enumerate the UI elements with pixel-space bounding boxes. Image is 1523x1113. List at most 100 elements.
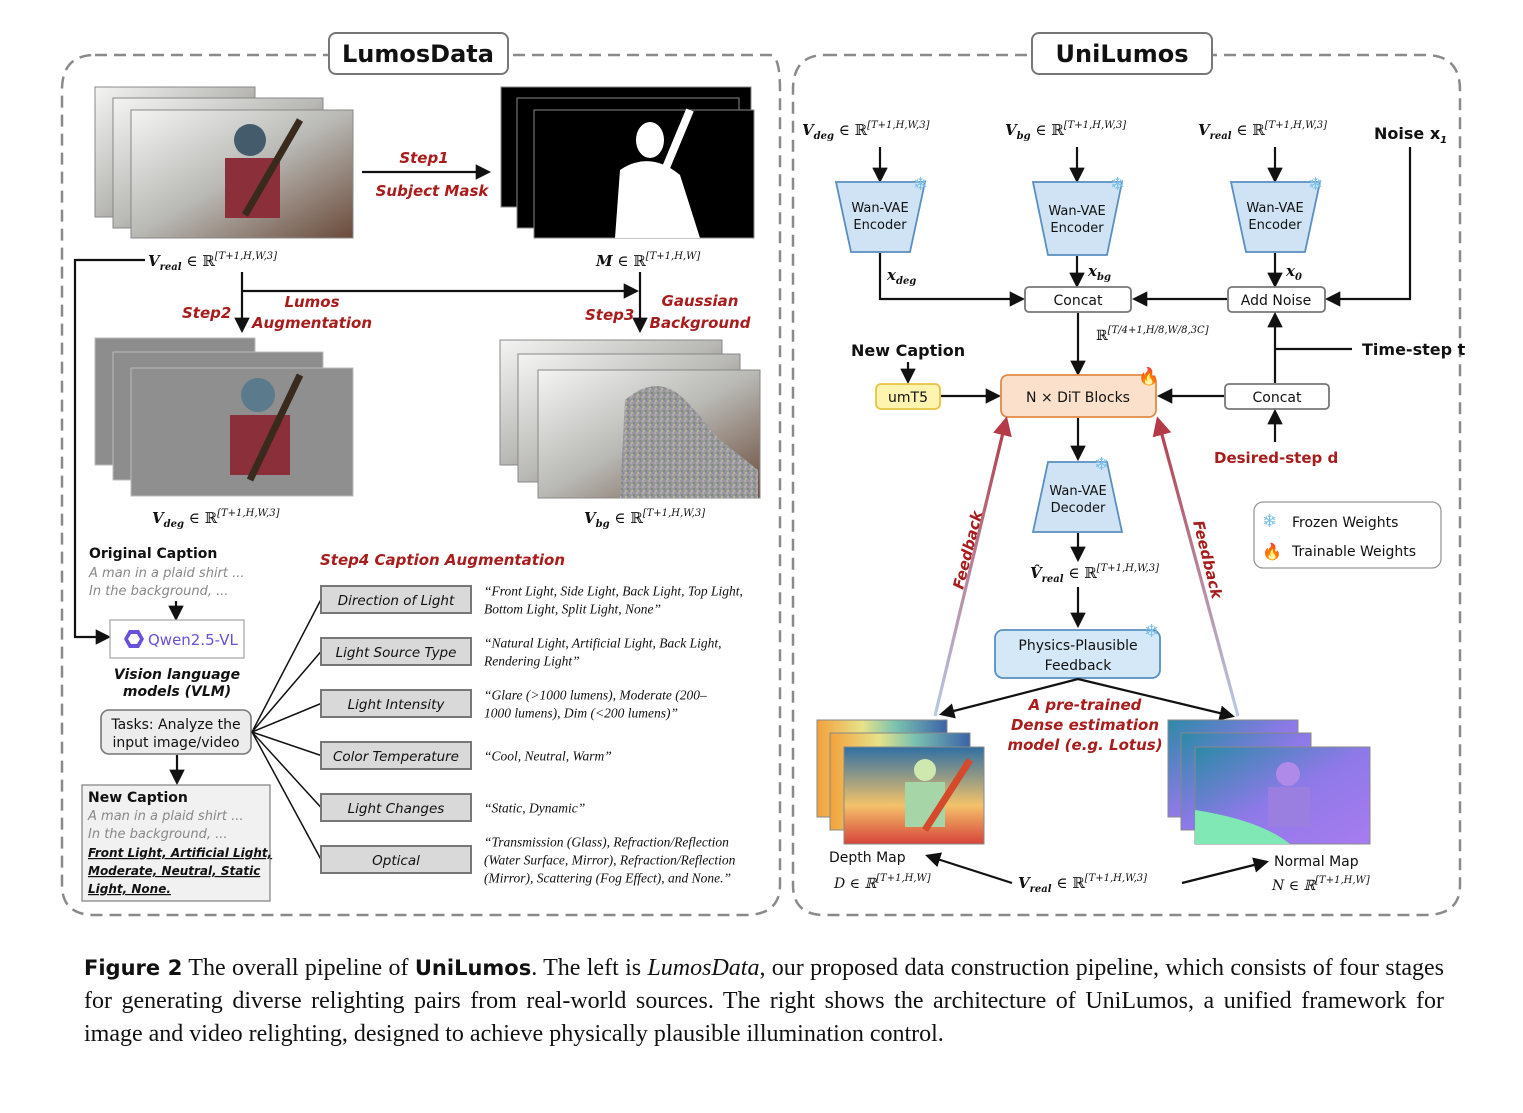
legend-snowflake-icon: ❄ xyxy=(1262,511,1277,531)
step3-desc-2: Background xyxy=(650,314,751,332)
new-caption-box xyxy=(81,784,271,902)
category-options-line: “Cool, Neutral, Warm” xyxy=(484,749,612,764)
category-options-line: (Water Surface, Mirror), Refraction/Refl… xyxy=(484,853,736,868)
step2-desc-2: Augmentation xyxy=(251,314,372,332)
lumosdata-title-box xyxy=(328,32,509,75)
category-options-line: Rendering Light” xyxy=(483,654,580,669)
v-deg-frames xyxy=(94,337,354,497)
new-caption-bold-2: Moderate, Neutral, Static xyxy=(88,864,260,878)
snowflake-icon: ❄ xyxy=(1094,454,1109,474)
unilumos-title-box xyxy=(1031,32,1213,75)
normal-map-frames xyxy=(1167,719,1371,845)
umt5-label: umT5 xyxy=(888,390,928,406)
step2-title: Step2 xyxy=(182,304,231,322)
legend-trainable: Trainable Weights xyxy=(1291,544,1416,560)
new-caption-line-2: In the background, ... xyxy=(88,827,228,842)
category-connector xyxy=(251,651,322,733)
v-bg-frames xyxy=(499,339,761,499)
category-label: Direction of Light xyxy=(338,593,455,609)
lumosdata-title: LumosData xyxy=(342,40,494,68)
tasks-line-2: input image/video xyxy=(112,735,239,751)
physics-line-1: Physics-Plausible xyxy=(1018,638,1137,654)
decoder: Wan-VAE Decoder ❄ xyxy=(1031,454,1124,533)
mask-frames xyxy=(500,86,755,239)
category-options-line: “Glare (>1000 lumens), Moderate (200– xyxy=(484,688,707,703)
v-real-label: Vreal ∈ ℝ[T+1,H,W,3] xyxy=(148,251,277,273)
tasks-box xyxy=(100,709,252,755)
category-label: Color Temperature xyxy=(333,749,459,765)
feedback-arrow-left xyxy=(933,416,1012,717)
svg-text:Encoder: Encoder xyxy=(1050,221,1104,236)
new-caption-label: New Caption xyxy=(851,341,965,360)
caption-brand: UniLumos xyxy=(414,956,532,980)
arrow-physics-depth xyxy=(939,677,1079,719)
pretrained-line-2: Dense estimation xyxy=(1011,716,1159,734)
step2-desc-1: Lumos xyxy=(284,293,339,311)
category-label: Optical xyxy=(372,853,420,869)
encoder-bg: Wan-VAE Encoder ❄ xyxy=(1031,174,1125,256)
qwen-logo-icon xyxy=(124,630,144,648)
depth-dim-label: D ∈ ℝ[T+1,H,W] xyxy=(833,873,931,892)
v-real-frames xyxy=(94,86,354,239)
original-caption-line-1: A man in a plaid shirt ... xyxy=(88,566,245,581)
encoder-deg: Wan-VAE Encoder ❄ xyxy=(834,174,928,253)
svg-text:Wan-VAE: Wan-VAE xyxy=(1246,201,1303,216)
tasks-line-1: Tasks: Analyze the xyxy=(110,717,240,733)
dit-blocks-label: N × DiT Blocks xyxy=(1026,390,1130,406)
normal-map-label: Normal Map xyxy=(1274,854,1359,870)
arrow-vreal-normal xyxy=(1181,857,1269,885)
step1-title: Step1 xyxy=(399,149,448,167)
concat2-label: Concat xyxy=(1253,390,1302,406)
category-options-line: “Front Light, Side Light, Back Light, To… xyxy=(484,584,743,599)
concat-label: Concat xyxy=(1054,293,1103,309)
step3-title: Step3 xyxy=(585,306,634,324)
depth-map-label: Depth Map xyxy=(829,850,906,866)
v-real-to-vlm-arrow xyxy=(73,258,145,645)
category-options-line: “Natural Light, Artificial Light, Back L… xyxy=(484,636,722,651)
vlm-desc-2: models (VLM) xyxy=(123,684,231,700)
step1-desc: Subject Mask xyxy=(376,182,490,200)
caption-text-2: . The left is xyxy=(531,955,648,981)
depth-map-frames xyxy=(816,719,985,845)
umt5-node xyxy=(875,383,941,410)
arrow-xdeg-concat xyxy=(878,253,1026,307)
normal-dim-label: N ∈ ℝ[T+1,H,W] xyxy=(1271,875,1370,894)
category-options-line: (Mirror), Scattering (Fog Effect), and N… xyxy=(484,871,731,886)
category-box xyxy=(320,689,472,718)
svg-text:Wan-VAE: Wan-VAE xyxy=(1049,484,1106,499)
x-deg-label: xdeg xyxy=(886,266,916,287)
category-options-line: Bottom Light, Split Light, None” xyxy=(484,602,661,617)
snowflake-icon: ❄ xyxy=(1308,174,1323,194)
feedback-label-left: Feedback xyxy=(949,508,986,591)
snowflake-icon: ❄ xyxy=(1110,174,1125,194)
noise-label: Noise x1 xyxy=(1374,124,1447,146)
caption-text-3: , our proposed data construction pipelin… xyxy=(84,955,1445,1047)
vlm-name: Qwen2.5-VL xyxy=(148,631,238,649)
category-box xyxy=(320,741,472,770)
snowflake-icon: ❄ xyxy=(913,174,928,194)
unilumos-panel-border xyxy=(791,53,1462,917)
category-options-line: “Static, Dynamic” xyxy=(484,801,585,816)
category-label: Light Changes xyxy=(348,801,445,817)
svg-text:Wan-VAE: Wan-VAE xyxy=(1048,204,1105,219)
latent-dim-label: ℝ[T/4+1,H/8,W/8,3C] xyxy=(1096,325,1209,344)
caption-italic: LumosData xyxy=(647,955,760,981)
snowflake-icon: ❄ xyxy=(1144,621,1159,641)
x-bg-label: xbg xyxy=(1087,262,1111,283)
caption-text-1: The overall pipeline of xyxy=(182,955,415,981)
desired-step-label: Desired-step d xyxy=(1214,449,1338,467)
category-box xyxy=(320,793,472,822)
category-connector xyxy=(251,599,322,733)
arrow-noise-addnoise xyxy=(1324,147,1412,307)
arrow-physics-normal xyxy=(1077,677,1235,721)
step3-desc-1: Gaussian xyxy=(662,292,739,310)
category-options-line: 1000 lumens), Dim (<200 lumens)” xyxy=(484,706,678,721)
category-box xyxy=(320,845,472,874)
step4-title: Step4 Caption Augmentation xyxy=(320,551,565,569)
category-connector xyxy=(251,731,322,757)
feedback-arrow-right xyxy=(1152,416,1240,717)
concat-node xyxy=(1024,286,1132,313)
original-caption-title: Original Caption xyxy=(89,546,217,562)
new-caption-line-1: A man in a plaid shirt ... xyxy=(87,809,244,824)
category-options-line: “Transmission (Glass), Refraction/Reflec… xyxy=(484,835,729,850)
